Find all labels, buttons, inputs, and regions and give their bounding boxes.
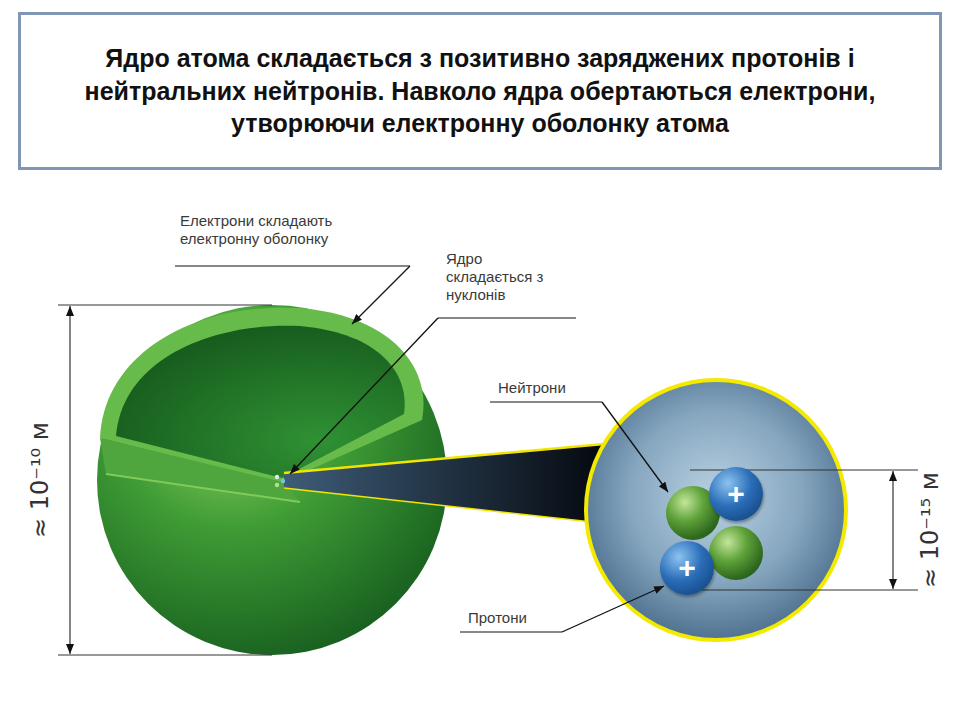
shell-cut-line — [106, 474, 300, 502]
charge-sign: + — [727, 479, 745, 509]
callout-label: Нейтрони — [498, 379, 566, 397]
dimension-label: ≈ 10⁻¹⁰ м — [26, 422, 55, 538]
leader-underline — [175, 265, 410, 266]
neutron-sphere — [709, 526, 763, 580]
dimension-label: ≈ 10⁻¹⁵ м — [916, 472, 945, 588]
leader-line — [562, 586, 664, 632]
dimension-line — [69, 306, 70, 654]
leader-line — [290, 318, 438, 474]
title: Ядро атома складається з позитивно заряд… — [81, 42, 879, 140]
nucleus-dot — [275, 475, 279, 479]
dimension-line — [892, 471, 893, 589]
shell-cut-floor — [100, 438, 300, 502]
leader-underline — [438, 317, 576, 318]
callout-label: Електрони складають електронну оболонку — [180, 212, 405, 248]
leader-underline — [460, 631, 562, 632]
zoom-cone — [284, 444, 604, 522]
leader-line — [602, 402, 668, 492]
nucleus-dot — [281, 479, 285, 483]
proton-sphere: + — [709, 467, 763, 521]
nucleus-dot — [275, 483, 279, 487]
proton-sphere: + — [660, 541, 714, 595]
leader-line — [352, 266, 410, 324]
zoom-cone-edge — [284, 488, 592, 522]
zoom-cone-edge — [284, 444, 604, 473]
leader-underline — [490, 401, 602, 402]
dimension-extension — [58, 655, 272, 656]
callout-label: Протони — [468, 609, 527, 627]
dimension-extension — [700, 590, 918, 591]
dimension-extension — [58, 305, 272, 306]
charge-sign: + — [678, 553, 696, 583]
title-box: Ядро атома складається з позитивно заряд… — [18, 12, 942, 170]
callout-label: Ядро складається з нуклонів — [446, 250, 544, 304]
nucleus-zoom-circle — [586, 380, 846, 640]
